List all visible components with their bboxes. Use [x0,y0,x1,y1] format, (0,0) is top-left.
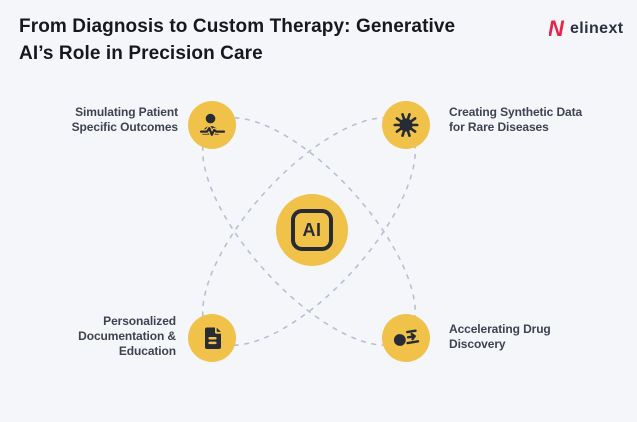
label-drug-discovery: Accelerating Drug Discovery [449,322,551,352]
node-synthetic-data [382,101,430,149]
brand-name: elinext [570,19,624,37]
page-title-line2: AI’s Role in Precision Care [19,43,263,64]
ai-chip-icon: AI [291,209,333,251]
label-line: Accelerating Drug [449,322,551,336]
svg-text:N: N [549,16,565,41]
node-personalized-documentation [188,314,236,362]
virus-icon [393,112,419,138]
node-drug-discovery [382,314,430,362]
brand-logo: N elinext [549,16,624,41]
label-line: Creating Synthetic Data [449,105,583,119]
label-line: Specific Outcomes [71,120,178,134]
label-line: Personalized [103,314,176,328]
label-line: Simulating Patient [75,105,178,119]
label-line: Documentation & [78,329,176,343]
page-title: From Diagnosis to Custom Therapy: Genera… [19,13,455,67]
center-ai-bubble: AI [276,194,348,266]
node-simulating-outcomes [188,101,236,149]
label-line: Discovery [449,337,506,351]
ai-label: AI [302,219,322,240]
elinext-logo-icon: N [549,16,565,41]
label-synthetic-data: Creating Synthetic Data for Rare Disease… [449,105,582,135]
label-simulating-outcomes: Simulating Patient Specific Outcomes [72,105,178,135]
label-line: for Rare Diseases [449,120,549,134]
document-icon [205,327,221,349]
speed-lines-icon [393,329,420,346]
page-title-line1: From Diagnosis to Custom Therapy: Genera… [19,16,456,37]
label-personalized-documentation: Personalized Documentation & Education [78,314,176,359]
label-line: Education [118,344,176,358]
patient-pulse-icon [198,113,226,138]
